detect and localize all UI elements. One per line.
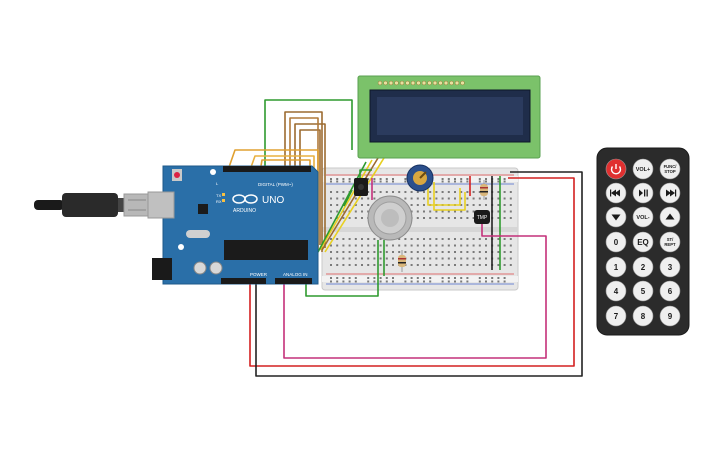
- wire-lcd-d7: [284, 111, 323, 252]
- remote-button-label-8[interactable]: 8: [632, 305, 654, 327]
- wire-black-gnd: [255, 171, 583, 377]
- remote-button-label: 2: [641, 263, 646, 272]
- remote-button-up-icon[interactable]: [659, 206, 681, 228]
- remote-button-label: VOL-: [636, 215, 649, 221]
- digital-pins-label: DIGITAL (PWM~): [258, 182, 293, 187]
- power-icon: [610, 164, 622, 175]
- potentiometer[interactable]: [406, 164, 434, 192]
- remote-button-label: 8: [641, 312, 646, 321]
- wire-pot-yellow-1: [427, 180, 461, 206]
- wire-green-ir-2: [359, 169, 372, 180]
- wire-green-ir: [343, 189, 353, 207]
- power-label: POWER: [250, 272, 268, 277]
- play-pause-icon: [639, 189, 648, 197]
- remote-button-label-7[interactable]: 7: [605, 305, 627, 327]
- gas-sensor[interactable]: [367, 195, 413, 241]
- wire-lcd-d5: [294, 123, 326, 248]
- remote-button-label: 9: [668, 312, 673, 321]
- digital-header: [223, 166, 311, 172]
- wire-lcd-diag-2: [321, 157, 379, 251]
- remote-button-label-9[interactable]: 9: [659, 305, 681, 327]
- remote-button-label: 6: [668, 287, 673, 296]
- remote-button-label-1[interactable]: 1: [605, 256, 627, 278]
- remote-button-down-icon[interactable]: [605, 206, 627, 228]
- remote-button-label-3[interactable]: 3: [659, 256, 681, 278]
- usb-port: [147, 191, 175, 219]
- power-header: [221, 278, 266, 284]
- remote-button-label-5[interactable]: 5: [632, 280, 654, 302]
- remote-button-label-0[interactable]: 0: [605, 231, 627, 253]
- wire-green-bottom: [305, 240, 379, 297]
- analog-in-label: ANALOG IN: [283, 272, 308, 277]
- l-led-label: L: [216, 181, 219, 186]
- remote-button-fast-forward-icon[interactable]: [659, 182, 681, 204]
- ir-receiver[interactable]: [354, 178, 368, 196]
- wire-lcd-diag-1: [319, 159, 373, 251]
- fast-forward-icon: [666, 189, 677, 197]
- tmp-sensor-label: TMP: [477, 215, 488, 221]
- power-jack: [152, 258, 172, 280]
- remote-button-label: VOL+: [636, 167, 651, 173]
- resistor-2: [398, 250, 406, 272]
- usb-cable: [34, 193, 151, 217]
- remote-button-label: 4: [614, 287, 619, 296]
- wire-pot-yellow-2: [433, 182, 466, 211]
- remote-button-play-pause-icon[interactable]: [632, 182, 654, 204]
- remote-button-label: 7: [614, 312, 619, 321]
- rewind-icon: [610, 189, 620, 197]
- remote-button-label-4[interactable]: 4: [605, 280, 627, 302]
- up-icon: [665, 213, 675, 220]
- arduino-uno-board[interactable]: UNO ARDUINO DIGITAL (PWM~) ANALOG IN POW…: [147, 165, 319, 285]
- arduino-model-label: UNO: [262, 195, 284, 206]
- remote-button-label: STOP: [664, 169, 676, 174]
- remote-button-label-6[interactable]: 6: [659, 280, 681, 302]
- remote-button-power-icon[interactable]: [605, 158, 627, 180]
- wire-green-top: [264, 99, 353, 180]
- wire-lcd-diag-3: [324, 157, 385, 253]
- lcd-16x2-display[interactable]: [357, 75, 541, 159]
- remote-button-label: 1: [614, 263, 619, 272]
- remote-button-label: 3: [668, 263, 673, 272]
- remote-button-label-volminus[interactable]: VOL-: [632, 206, 654, 228]
- arduino-logo: [232, 194, 258, 204]
- remote-button-label-volplus[interactable]: VOL+: [632, 158, 654, 180]
- tmp-sensor[interactable]: TMP: [474, 210, 490, 224]
- wire-magenta: [283, 220, 547, 359]
- remote-button-label: 5: [641, 287, 646, 296]
- resistor-1: [480, 180, 488, 200]
- remote-button-label-eq[interactable]: EQ: [632, 231, 654, 253]
- lcd-pin-header: [377, 80, 465, 86]
- remote-button-label-funcstop[interactable]: FUNC/STOP: [659, 158, 681, 180]
- remote-button-label: REPT: [664, 242, 676, 247]
- rx-label: RX: [216, 199, 222, 204]
- remote-button-label: FUNC/: [664, 164, 678, 169]
- arduino-brand-label: ARDUINO: [233, 208, 256, 214]
- remote-button-label-strept[interactable]: ST/REPT: [659, 231, 681, 253]
- wire-lcd-diag-4: [317, 161, 367, 253]
- remote-button-label-2[interactable]: 2: [632, 256, 654, 278]
- analog-header: [275, 278, 312, 284]
- remote-button-label: 0: [614, 238, 619, 247]
- tx-label: TX: [216, 193, 221, 198]
- atmega-chip: [224, 240, 308, 260]
- wire-red-5v: [249, 177, 575, 367]
- down-icon: [611, 214, 621, 221]
- remote-button-label: EQ: [637, 238, 649, 247]
- remote-button-grid: VOL+ FUNC/STOP VOL- 0 EQ ST/REPT 1 2 3 4 5 6 7 8 9: [605, 158, 681, 327]
- ir-remote[interactable]: VOL+ FUNC/STOP VOL- 0 EQ ST/REPT 1 2 3 4 5 6 7 8 9: [596, 147, 690, 336]
- remote-button-rewind-icon[interactable]: [605, 182, 627, 204]
- remote-button-label: ST/: [667, 237, 674, 242]
- wire-lcd-d4: [299, 129, 321, 245]
